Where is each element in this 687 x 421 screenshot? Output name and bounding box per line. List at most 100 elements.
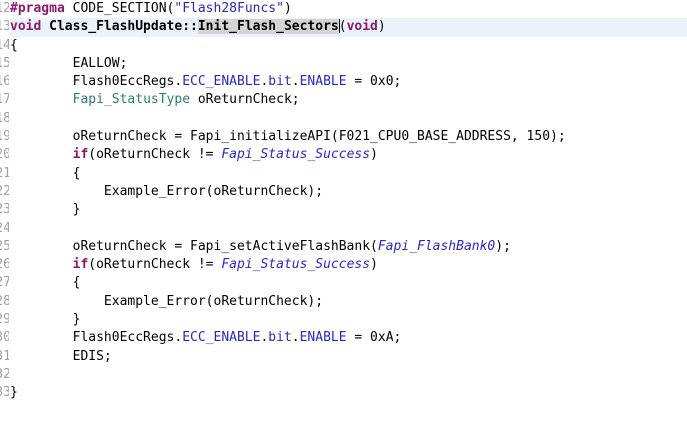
code-line[interactable]: if(oReturnCheck != Fapi_Status_Success): [10, 256, 687, 274]
code-token: }: [10, 385, 18, 401]
code-token: if: [72, 257, 89, 273]
line-number: 12: [0, 1, 9, 16]
code-token: "Flash28Funcs": [174, 1, 284, 16]
code-line[interactable]: void Class_FlashUpdate::Init_Flash_Secto…: [0, 18, 687, 37]
code-token: Flash0EccRegs.: [10, 330, 183, 346]
code-token: (: [338, 19, 347, 35]
code-token: ENABLE: [299, 330, 347, 346]
code-line[interactable]: [10, 110, 687, 128]
code-line[interactable]: if(oReturnCheck != Fapi_Status_Success): [10, 146, 687, 164]
code-token: void: [10, 19, 42, 35]
code-token: [41, 19, 49, 34]
code-token: (oReturnCheck !=: [88, 257, 222, 273]
code-token: }: [10, 312, 81, 328]
line-number: 15: [0, 55, 9, 71]
code-token: bit: [268, 74, 292, 90]
code-line[interactable]: }: [10, 384, 687, 402]
code-line[interactable]: }: [10, 311, 687, 329]
code-line[interactable]: {: [10, 37, 687, 55]
code-token: EDIS;: [10, 348, 112, 364]
code-line[interactable]: [10, 220, 687, 238]
code-token: ECC_ENABLE: [182, 330, 261, 346]
code-token: {: [10, 165, 81, 181]
code-token: ): [283, 1, 292, 16]
code-editor[interactable]: 1213141516171819202122232425262728293031…: [0, 0, 687, 404]
code-token: bit: [268, 330, 292, 346]
line-number: 28: [0, 293, 9, 309]
code-line[interactable]: {: [10, 165, 687, 183]
code-token: .: [260, 74, 269, 90]
code-line[interactable]: [10, 403, 687, 421]
line-number: 19: [0, 129, 9, 145]
code-line[interactable]: oReturnCheck = Fapi_setActiveFlashBank(F…: [10, 238, 687, 256]
code-line[interactable]: oReturnCheck = Fapi_initializeAPI(F021_C…: [10, 128, 687, 146]
line-number: 17: [0, 92, 9, 108]
line-number-list: 1213141516171819202122232425262728293031…: [0, 0, 9, 404]
code-token: .: [291, 74, 300, 90]
line-number: 22: [0, 183, 9, 199]
code-token: Example_Error(oReturnCheck);: [10, 293, 324, 309]
line-number: 31: [0, 348, 9, 364]
code-token: ECC_ENABLE: [182, 74, 261, 90]
code-token: [10, 147, 73, 162]
code-token: [10, 257, 73, 272]
code-line[interactable]: Flash0EccRegs.ECC_ENABLE.bit.ENABLE = 0x…: [10, 73, 687, 91]
code-line[interactable]: [10, 366, 687, 384]
code-token: oReturnCheck;: [190, 92, 300, 108]
line-number: 21: [0, 165, 9, 181]
line-number-gutter[interactable]: 1213141516171819202122232425262728293031…: [0, 0, 9, 404]
code-token: = 0x0;: [346, 74, 402, 90]
code-token: ): [370, 257, 378, 273]
code-token: );: [495, 238, 511, 254]
gutter-separator: [9, 0, 10, 404]
code-token: .: [260, 330, 269, 346]
code-token: Fapi_StatusType: [72, 92, 191, 108]
code-text-area[interactable]: #pragma CODE_SECTION("Flash28Funcs")void…: [0, 0, 687, 404]
code-token: Flash0EccRegs.: [10, 74, 183, 90]
code-token: Init_Flash_Sectors: [197, 19, 339, 35]
code-line[interactable]: EALLOW;: [10, 55, 687, 73]
line-number: 16: [0, 74, 9, 90]
code-token: ): [370, 147, 378, 163]
code-line[interactable]: EDIS;: [10, 348, 687, 366]
line-number: 13: [0, 19, 9, 35]
line-number: 20: [0, 147, 9, 163]
line-number: 26: [0, 257, 9, 273]
text-cursor: [338, 19, 340, 34]
code-token: = 0xA;: [346, 330, 402, 346]
line-number: 25: [0, 238, 9, 254]
code-token: Fapi_Status_Success: [221, 257, 371, 273]
code-line[interactable]: Fapi_StatusType oReturnCheck;: [10, 91, 687, 109]
code-token: {: [10, 275, 81, 291]
code-token: Fapi_Status_Success: [221, 147, 371, 163]
line-number: 14: [0, 37, 9, 53]
line-number: 32: [0, 366, 9, 382]
code-line[interactable]: Flash0EccRegs.ECC_ENABLE.bit.ENABLE = 0x…: [10, 329, 687, 347]
code-token: #pragma: [10, 1, 65, 16]
code-token: [10, 92, 73, 107]
code-token: Fapi_FlashBank0: [377, 238, 496, 254]
code-line[interactable]: Example_Error(oReturnCheck);: [10, 183, 687, 201]
line-number: 23: [0, 202, 9, 218]
line-number: 18: [0, 110, 9, 126]
code-line[interactable]: }: [10, 201, 687, 219]
code-token: (oReturnCheck !=: [88, 147, 222, 163]
code-token: oReturnCheck = Fapi_setActiveFlashBank(: [10, 238, 378, 254]
code-token: void: [346, 19, 378, 35]
code-token: CODE_SECTION(: [64, 1, 175, 16]
code-token: ENABLE: [299, 74, 347, 90]
line-number: 30: [0, 330, 9, 346]
code-token: ): [377, 19, 386, 35]
code-line[interactable]: Example_Error(oReturnCheck);: [10, 293, 687, 311]
code-token: EALLOW;: [10, 55, 128, 71]
code-line[interactable]: {: [10, 274, 687, 292]
code-token: .: [291, 330, 300, 346]
line-number: 33: [0, 385, 9, 401]
code-token: }: [10, 202, 81, 218]
code-token: {: [10, 37, 18, 53]
code-token: Class_FlashUpdate::: [49, 19, 198, 35]
code-token: if: [72, 147, 89, 163]
line-number: 29: [0, 312, 9, 328]
line-number: 24: [0, 220, 9, 236]
code-line[interactable]: #pragma CODE_SECTION("Flash28Funcs"): [10, 0, 687, 18]
